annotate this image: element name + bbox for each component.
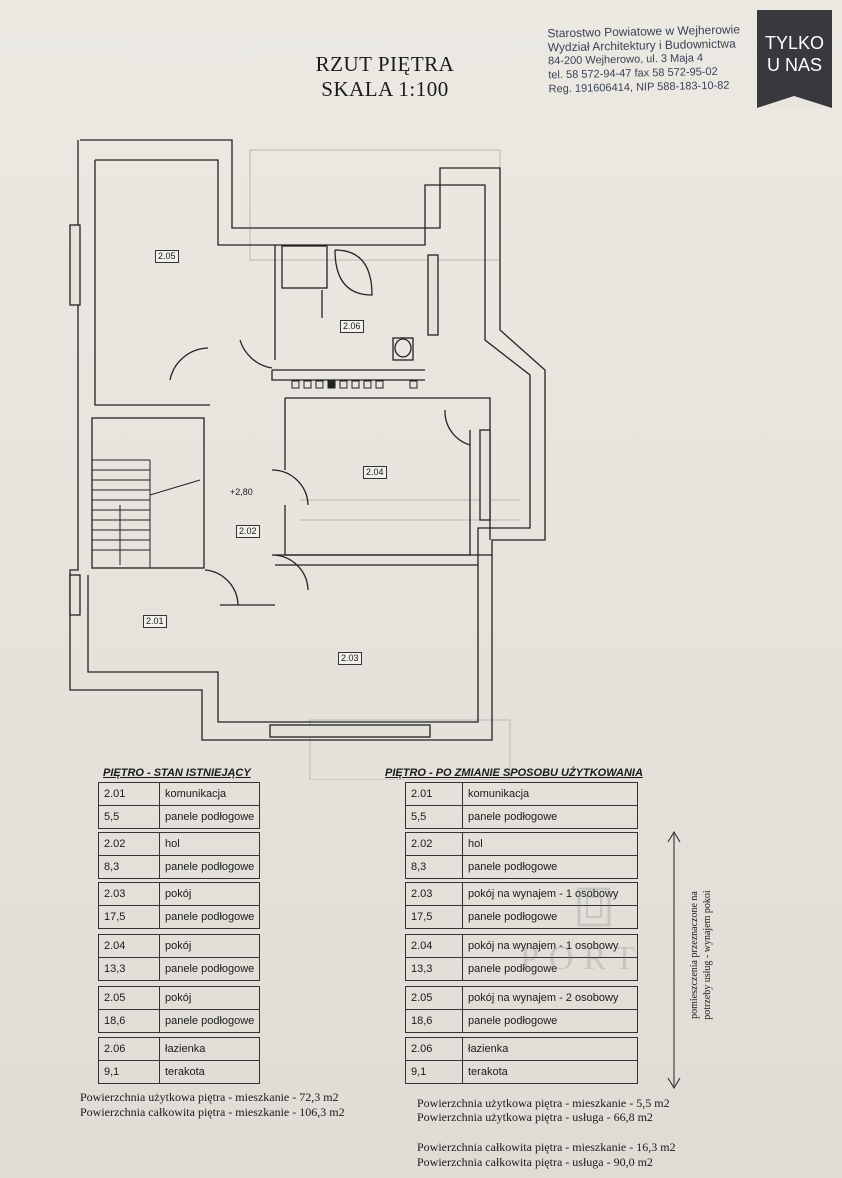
left-table-title: PIĘTRO - STAN ISTNIEJĄCY: [103, 767, 251, 779]
right-cell-area: 17,5: [405, 905, 463, 929]
watermark-logo-icon: [577, 887, 611, 927]
right-cell-area: 5,5: [405, 805, 463, 829]
right-cell-floor: panele podłogowe: [462, 855, 638, 879]
right-cell-area: 9,1: [405, 1060, 463, 1084]
page-title: RZUT PIĘTRA SKALA 1:100: [300, 52, 470, 102]
left-cell-no: 2.05: [98, 986, 160, 1010]
title-line-2: SKALA 1:100: [321, 77, 449, 101]
right-cell-no: 2.03: [405, 882, 463, 906]
right-summary-total-service: Powierzchnia całkowita piętra - usługa -…: [417, 1155, 653, 1169]
left-cell-name: pokój: [159, 882, 260, 906]
right-cell-no: 2.01: [405, 782, 463, 806]
right-cell-no: 2.06: [405, 1037, 463, 1061]
title-line-1: RZUT PIĘTRA: [315, 52, 455, 76]
left-cell-area: 9,1: [98, 1060, 160, 1084]
left-summary-total: Powierzchnia całkowita piętra - mieszkan…: [80, 1105, 345, 1119]
left-cell-floor: panele podłogowe: [159, 905, 260, 929]
right-cell-no: 2.04: [405, 934, 463, 958]
room-label-2-03: 2.03: [338, 652, 362, 665]
left-cell-area: 13,3: [98, 957, 160, 981]
right-cell-no: 2.02: [405, 832, 463, 856]
right-cell-floor: panele podłogowe: [462, 1009, 638, 1033]
left-cell-floor: panele podłogowe: [159, 805, 260, 829]
left-cell-floor: terakota: [159, 1060, 260, 1084]
right-cell-name: pokój na wynajem - 2 osobowy: [462, 986, 638, 1010]
right-cell-area: 18,6: [405, 1009, 463, 1033]
left-cell-name: łazienka: [159, 1037, 260, 1061]
badge-line-2: U NAS: [766, 55, 822, 75]
left-cell-area: 18,6: [98, 1009, 160, 1033]
badge-line-1: TYLKO: [764, 33, 825, 53]
floor-plan-drawing: [69, 139, 546, 780]
left-cell-name: komunikacja: [159, 782, 260, 806]
left-cell-no: 2.06: [98, 1037, 160, 1061]
left-cell-name: pokój: [159, 934, 260, 958]
right-cell-area: 13,3: [405, 957, 463, 981]
side-note-line-2: potrzeby usług - wynajem pokoi: [702, 890, 713, 1020]
range-arrow: [667, 831, 681, 1089]
right-table-title: PIĘTRO - PO ZMIANIE SPOSOBU UŻYTKOWANIA: [385, 767, 643, 779]
side-note: pomieszczenia przeznaczone na potrzeby u…: [688, 830, 718, 1080]
right-cell-name: komunikacja: [462, 782, 638, 806]
room-label-2-02: 2.02: [236, 525, 260, 538]
left-cell-no: 2.02: [98, 832, 160, 856]
right-summary-usable-flat: Powierzchnia użytkowa piętra - mieszkani…: [417, 1096, 670, 1110]
right-cell-no: 2.05: [405, 986, 463, 1010]
right-cell-floor: panele podłogowe: [462, 957, 638, 981]
left-cell-name: pokój: [159, 986, 260, 1010]
right-cell-name: hol: [462, 832, 638, 856]
left-cell-floor: panele podłogowe: [159, 855, 260, 879]
left-cell-name: hol: [159, 832, 260, 856]
room-label-2-04: 2.04: [363, 466, 387, 479]
left-cell-floor: panele podłogowe: [159, 1009, 260, 1033]
room-label-2-05: 2.05: [155, 250, 179, 263]
left-summary-usable: Powierzchnia użytkowa piętra - mieszkani…: [80, 1090, 339, 1104]
right-cell-name: łazienka: [462, 1037, 638, 1061]
left-cell-no: 2.03: [98, 882, 160, 906]
room-label-2-01: 2.01: [143, 615, 167, 628]
right-cell-area: 8,3: [405, 855, 463, 879]
left-cell-area: 5,5: [98, 805, 160, 829]
left-cell-no: 2.04: [98, 934, 160, 958]
exclusive-badge: TYLKO U NAS: [757, 10, 832, 108]
badge-notch: [757, 96, 832, 108]
right-cell-floor: panele podłogowe: [462, 905, 638, 929]
left-cell-area: 17,5: [98, 905, 160, 929]
right-summary-usable-service: Powierzchnia użytkowa piętra - usługa - …: [417, 1110, 653, 1124]
right-cell-floor: terakota: [462, 1060, 638, 1084]
right-summary-total-flat: Powierzchnia całkowita piętra - mieszkan…: [417, 1140, 676, 1154]
left-cell-floor: panele podłogowe: [159, 957, 260, 981]
watermark-text: PORT: [520, 940, 645, 977]
side-note-line-1: pomieszczenia przeznaczone na: [689, 891, 700, 1019]
level-marker: +2,80: [230, 487, 253, 497]
right-cell-floor: panele podłogowe: [462, 805, 638, 829]
left-cell-area: 8,3: [98, 855, 160, 879]
room-label-2-06: 2.06: [340, 320, 364, 333]
left-cell-no: 2.01: [98, 782, 160, 806]
